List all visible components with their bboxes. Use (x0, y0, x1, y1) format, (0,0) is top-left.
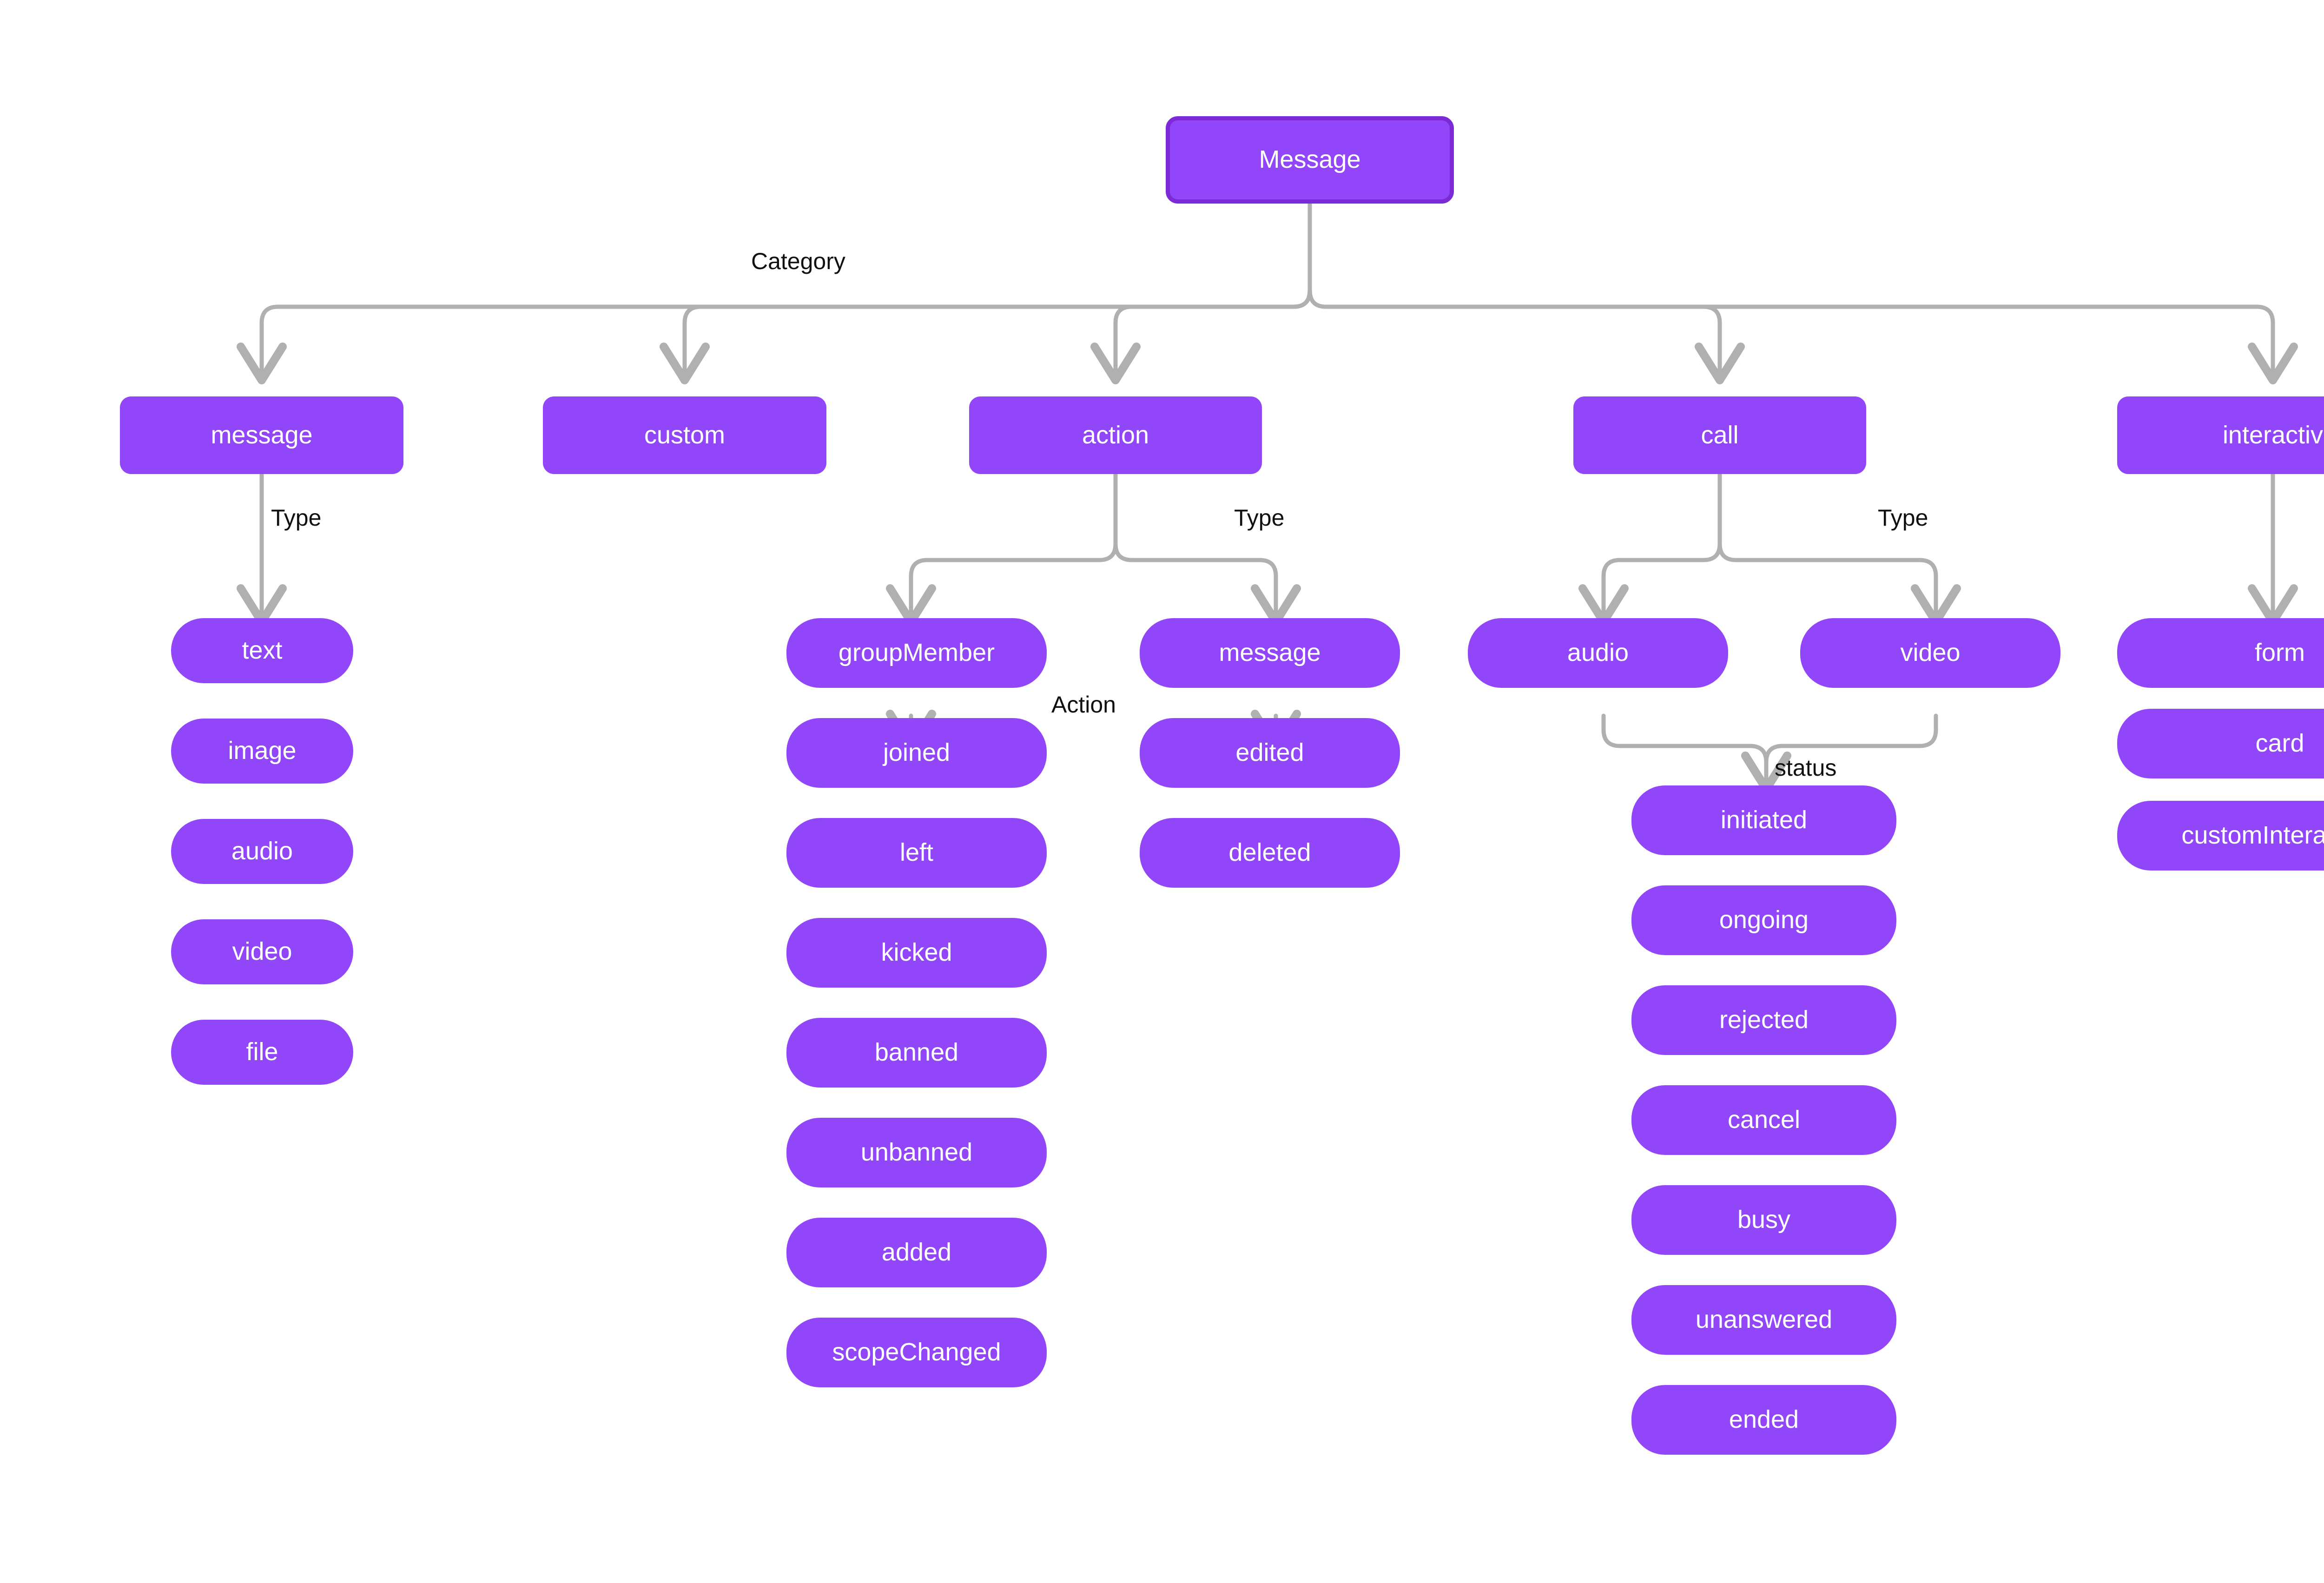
node-action-type-groupmember[interactable]: groupMember (786, 618, 1047, 688)
node-call-status-cancel[interactable]: cancel (1631, 1085, 1896, 1155)
node-call-status-ongoing[interactable]: ongoing (1631, 885, 1896, 955)
node-label: left (899, 838, 934, 867)
edge-label-type-message: Type (271, 505, 322, 531)
node-call-status-unanswered[interactable]: unanswered (1631, 1285, 1896, 1355)
node-label: custom (644, 421, 726, 449)
edge-root-to-call (1307, 288, 1745, 384)
node-groupmember-action-banned[interactable]: banned (786, 1018, 1047, 1088)
node-label: card (2255, 729, 2304, 758)
node-call-type-video[interactable]: video (1800, 618, 2060, 688)
node-label: unbanned (860, 1138, 973, 1167)
node-label: message (1219, 639, 1321, 667)
node-label: file (246, 1038, 278, 1066)
node-label: message (211, 421, 313, 449)
node-call-status-rejected[interactable]: rejected (1631, 985, 1896, 1055)
node-call-status-initiated[interactable]: initiated (1631, 785, 1896, 855)
node-label: call (1701, 421, 1739, 449)
node-category-custom[interactable]: custom (543, 396, 826, 474)
node-message-action-edited[interactable]: edited (1140, 718, 1400, 788)
node-label: Message (1259, 145, 1361, 174)
node-label: image (228, 737, 297, 765)
node-label: form (2255, 639, 2305, 667)
node-label: unanswered (1695, 1306, 1833, 1334)
edge-video-to-status (1741, 713, 1938, 793)
node-label: deleted (1228, 838, 1311, 867)
edge-label-status: status (1775, 755, 1837, 781)
node-interactive-type-card[interactable]: card (2117, 709, 2324, 778)
node-root-message[interactable]: Message (1166, 116, 1454, 204)
node-label: action (1082, 421, 1149, 449)
node-call-type-audio[interactable]: audio (1468, 618, 1728, 688)
edge-label-action: Action (1051, 692, 1116, 718)
node-groupmember-action-unbanned[interactable]: unbanned (786, 1118, 1047, 1187)
edge-audio-to-status (1601, 713, 1791, 793)
node-call-status-busy[interactable]: busy (1631, 1185, 1896, 1255)
node-label: rejected (1719, 1006, 1809, 1034)
node-label: ended (1729, 1405, 1799, 1434)
node-label: initiated (1720, 806, 1808, 834)
node-action-type-message[interactable]: message (1140, 618, 1400, 688)
node-label: audio (231, 837, 293, 865)
node-category-call[interactable]: call (1573, 396, 1866, 474)
node-message-type-audio[interactable]: audio (171, 819, 353, 884)
node-label: edited (1235, 739, 1304, 767)
edge-action-to-groupmember (886, 541, 1118, 626)
edge-label-type-action: Type (1234, 505, 1285, 531)
node-groupmember-action-scopechanged[interactable]: scopeChanged (786, 1318, 1047, 1387)
node-label: groupMember (838, 639, 995, 667)
node-interactive-type-form[interactable]: form (2117, 618, 2324, 688)
edge-call-to-audio (1578, 541, 1722, 626)
node-groupmember-action-joined[interactable]: joined (786, 718, 1047, 788)
node-label: busy (1737, 1206, 1791, 1234)
node-category-interactive[interactable]: interactive (2117, 396, 2324, 474)
edge-root-to-message (237, 288, 1312, 384)
node-label: customInteractive (2181, 821, 2324, 850)
node-label: ongoing (1719, 906, 1809, 934)
node-label: text (242, 636, 283, 665)
node-message-action-deleted[interactable]: deleted (1140, 818, 1400, 888)
node-label: video (232, 937, 292, 966)
node-message-type-file[interactable]: file (171, 1020, 353, 1085)
node-label: scopeChanged (832, 1338, 1001, 1366)
node-groupmember-action-added[interactable]: added (786, 1218, 1047, 1287)
node-label: banned (874, 1038, 959, 1067)
node-label: cancel (1727, 1106, 1801, 1134)
node-message-type-image[interactable]: image (171, 719, 353, 784)
node-category-message[interactable]: message (120, 396, 403, 474)
node-label: kicked (881, 938, 952, 967)
node-label: added (881, 1238, 952, 1266)
node-groupmember-action-kicked[interactable]: kicked (786, 918, 1047, 988)
node-interactive-type-custominteractive[interactable]: customInteractive (2117, 801, 2324, 871)
node-label: joined (883, 739, 951, 767)
edge-call-to-video (1717, 541, 1961, 626)
node-groupmember-action-left[interactable]: left (786, 818, 1047, 888)
edge-action-to-message (1113, 541, 1301, 626)
node-category-action[interactable]: action (969, 396, 1262, 474)
edge-label-type-call: Type (1878, 505, 1928, 531)
node-message-type-text[interactable]: text (171, 618, 353, 683)
edge-label-category: Category (751, 248, 845, 274)
node-call-status-ended[interactable]: ended (1631, 1385, 1896, 1455)
edge-root-to-custom (660, 288, 1312, 384)
node-label: audio (1567, 639, 1629, 667)
node-label: interactive (2222, 421, 2324, 449)
edge-root-to-interactive (1307, 288, 2298, 384)
edge-root-to-action (1090, 288, 1312, 384)
node-message-type-video[interactable]: video (171, 919, 353, 984)
node-label: video (1900, 639, 1961, 667)
